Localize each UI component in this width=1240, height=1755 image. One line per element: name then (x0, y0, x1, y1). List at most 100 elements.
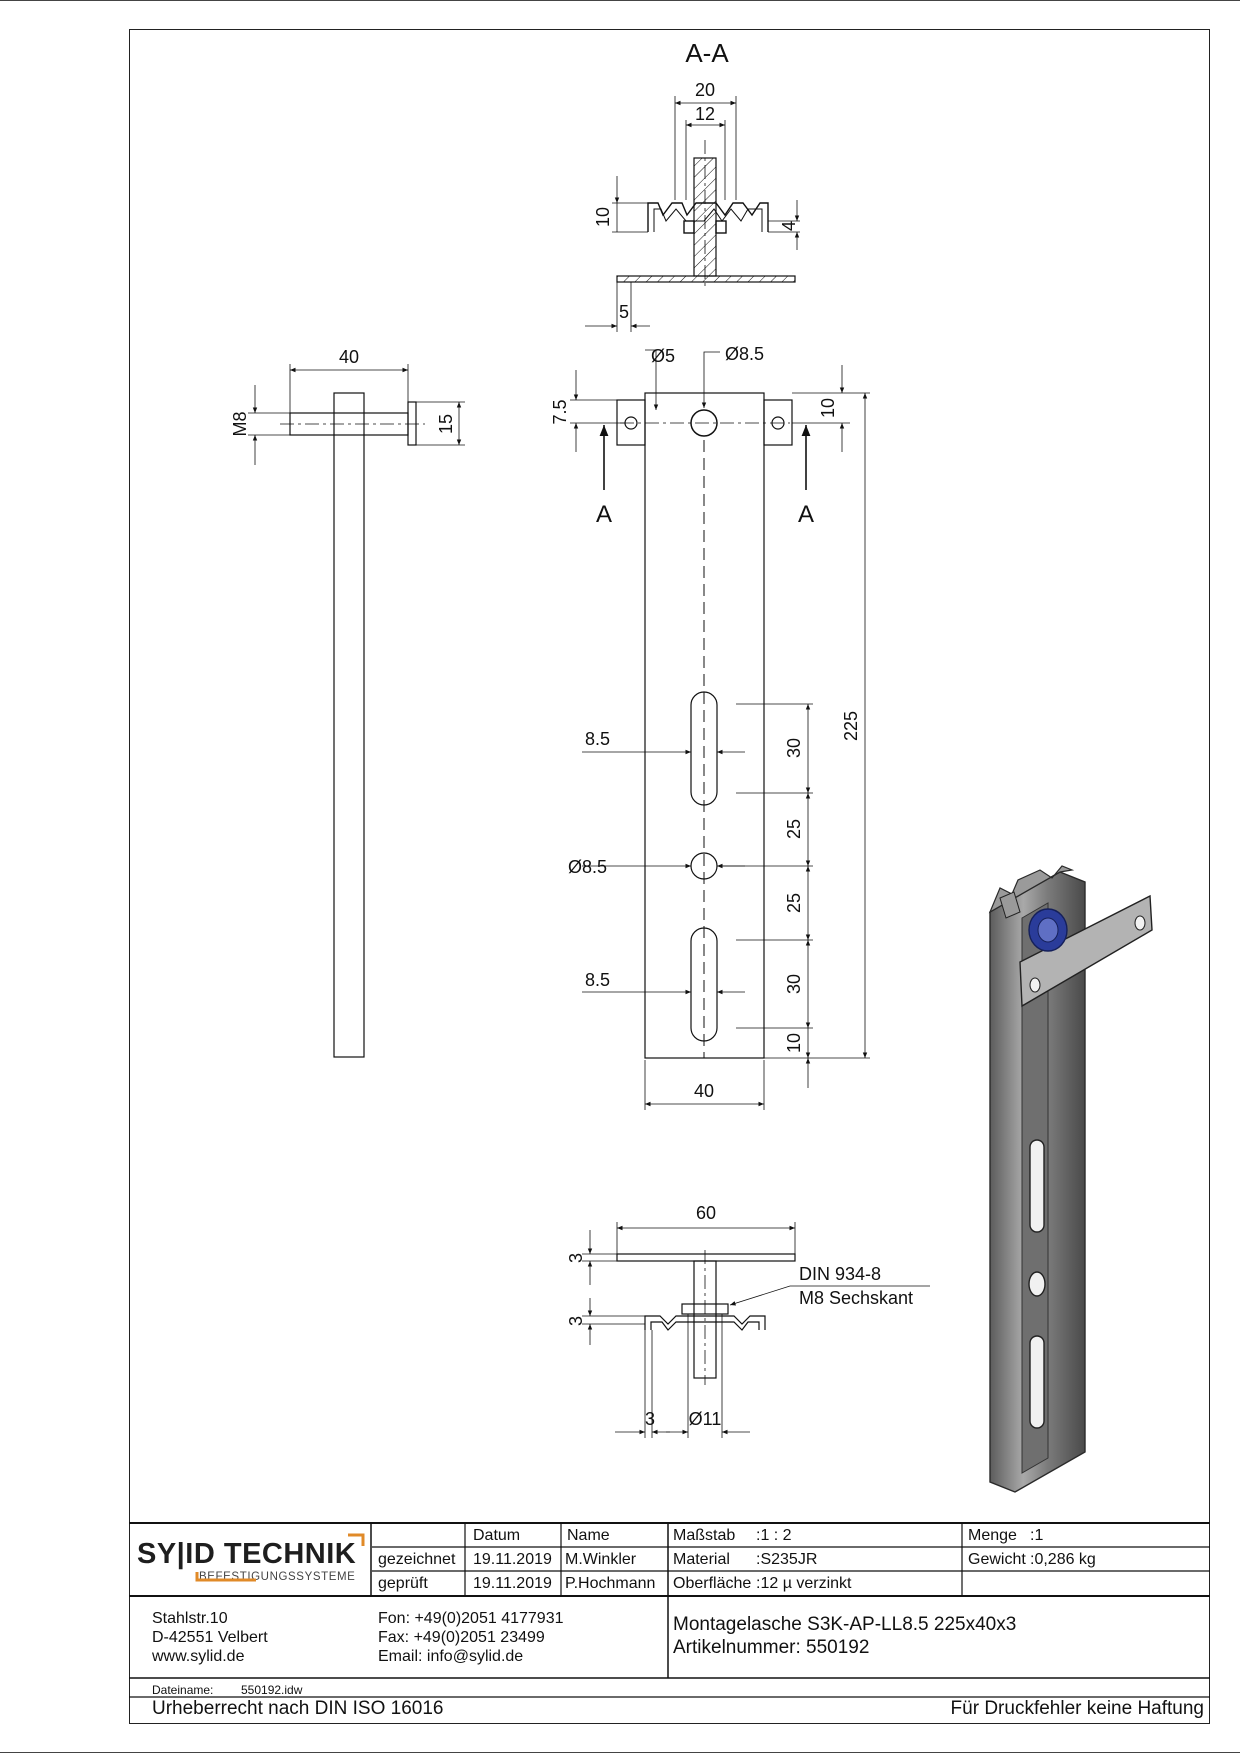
product-title: Montagelasche S3K-AP-LL8.5 225x40x3 (673, 1614, 1017, 1635)
bottom-rail-profile (644, 1315, 766, 1331)
iso-slot-lower (1029, 1335, 1045, 1429)
address-website: www.sylid.de (152, 1648, 245, 1665)
weight-value: :0,286 kg (1030, 1551, 1096, 1568)
dim-text: 30 (784, 738, 804, 758)
drawn-date: 19.11.2019 (473, 1551, 552, 1568)
drawn-name: M.Winkler (565, 1551, 637, 1568)
material-label: Material (673, 1551, 730, 1568)
dim-text: Ø8.5 (568, 857, 607, 877)
address-street: Stahlstr.10 (152, 1610, 228, 1627)
dim-text: 15 (436, 414, 456, 434)
surface-value: :12 µ verzinkt (756, 1575, 852, 1592)
iso-rail-flange (988, 865, 1075, 914)
iso-slot-upper (1029, 1139, 1045, 1233)
dim-text: 225 (841, 711, 861, 741)
dim-text: Ø5 (651, 346, 675, 366)
nut-callout-leader (729, 1285, 930, 1306)
dim-text: 20 (695, 80, 715, 100)
dim-text: 8.5 (585, 970, 610, 990)
dim-text: 40 (694, 1081, 714, 1101)
contact-phone: Fon: +49(0)2051 4177931 (378, 1610, 564, 1627)
front-rail-left-flange (616, 399, 646, 446)
side-bolt-head (407, 401, 417, 446)
contact-fax: Fax: +49(0)2051 23499 (378, 1629, 545, 1646)
front-view (570, 349, 870, 1110)
checked-date: 19.11.2019 (473, 1575, 552, 1592)
row-drawn-label: gezeichnet (378, 1551, 456, 1568)
leader-line (645, 349, 659, 410)
logo-wordmark: SY|ID TECHNIK (137, 1538, 357, 1570)
dim-text: 60 (696, 1203, 716, 1223)
dim-text: 3 (566, 1253, 586, 1263)
side-plate (333, 392, 365, 1058)
contact-email: Email: info@sylid.de (378, 1648, 524, 1665)
dim-text: 4 (779, 221, 799, 231)
front-slot-1 (690, 691, 718, 806)
quantity-label: Menge (968, 1527, 1017, 1544)
isometric-illustration (988, 865, 1153, 1493)
quantity-value: :1 (1030, 1527, 1044, 1544)
section-rail-inner (653, 208, 763, 232)
dim-text: 5 (619, 302, 629, 322)
leader-line (701, 351, 720, 408)
dim-text: Ø8.5 (725, 344, 764, 364)
col-name-header: Name (567, 1527, 610, 1544)
dim-text: 12 (695, 104, 715, 124)
page-top-rule (0, 0, 1240, 1)
iso-bolt-end (999, 891, 1021, 919)
scale-value: :1 : 2 (756, 1527, 792, 1544)
dim-text: 10 (593, 207, 613, 227)
dim-text: 25 (784, 819, 804, 839)
page-bottom-rule (0, 1752, 1240, 1753)
dim-text: 10 (818, 398, 838, 418)
iso-round-hole (1028, 1271, 1046, 1297)
side-dimension-texts: 40 M8 15 (230, 347, 456, 437)
section-base-plate (616, 275, 796, 283)
bottom-plate (616, 1253, 796, 1262)
row-checked-label: geprüft (378, 1575, 428, 1592)
cut-label-left: A (596, 501, 612, 528)
copyright-note: Urheberrecht nach DIN ISO 16016 (152, 1698, 444, 1719)
dim-text: 3 (566, 1316, 586, 1326)
company-logo: SY|ID TECHNIK BEFESTIGUNGSSYSTEME (137, 1538, 365, 1586)
scale-label: Maßstab (673, 1527, 736, 1544)
dim-text: 3 (645, 1409, 655, 1429)
title-block-grid (129, 1522, 1210, 1698)
section-view-a-a: A-A (585, 38, 800, 332)
dim-text: 10 (784, 1033, 804, 1053)
article-number: Artikelnummer: 550192 (673, 1637, 870, 1658)
bottom-view (582, 1222, 930, 1438)
iso-bracket-hole-left (1029, 977, 1041, 993)
filename-label: Dateiname: (152, 1683, 214, 1697)
checked-name: P.Hochmann (565, 1575, 656, 1592)
front-plate (644, 392, 765, 1059)
iso-bracket-plate (1019, 894, 1153, 1008)
surface-label: Oberfläche (673, 1575, 752, 1592)
logo-tagline: BEFESTIGUNGSSYSTEME (199, 1571, 356, 1583)
material-value: :S235JR (756, 1551, 818, 1568)
section-nut-left (683, 220, 695, 234)
dim-text: 30 (784, 974, 804, 994)
section-nut-right (715, 220, 727, 234)
filename-value: 550192.idw (241, 1683, 303, 1697)
front-slot-2 (690, 927, 718, 1042)
iso-bracket-hole-right (1134, 915, 1146, 931)
bottom-dimension-texts: 60 3 3 3 Ø11 DIN 934-8 M8 Sechskant (566, 1203, 913, 1429)
cut-marker-labels: A A (596, 501, 814, 528)
disclaimer-note: Für Druckfehler keine Haftung (950, 1698, 1204, 1719)
dim-text: 25 (784, 893, 804, 913)
dim-text: 40 (339, 347, 359, 367)
section-label: A-A (685, 38, 729, 68)
dim-text: 7.5 (550, 399, 570, 424)
dim-text: 8.5 (585, 729, 610, 749)
drawing-frame (129, 29, 1210, 1724)
side-view (248, 364, 465, 1058)
nut-callout-line2: M8 Sechskant (799, 1288, 913, 1308)
address-city: D-42551 Velbert (152, 1629, 268, 1646)
dim-text: Ø11 (689, 1409, 722, 1429)
dim-text: M8 (230, 411, 250, 436)
col-date-header: Datum (473, 1527, 521, 1544)
front-rail-right-flange (763, 399, 793, 446)
weight-label: Gewicht (968, 1551, 1026, 1568)
